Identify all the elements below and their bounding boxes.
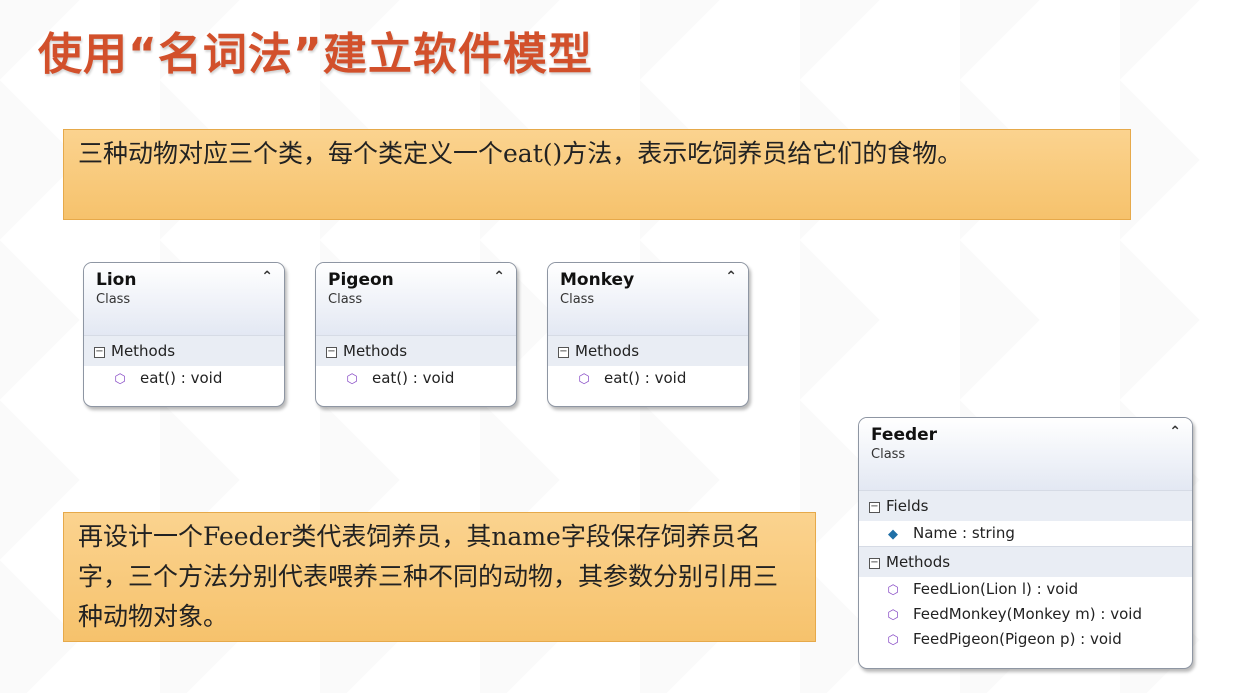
class-box-monkey[interactable]: Monkey Class ⌃ −Methods ⬡ eat() : void	[547, 262, 749, 407]
fields-label: Fields	[886, 497, 929, 515]
collapse-chevron-icon[interactable]: ⌃	[1169, 424, 1181, 440]
method-cube-icon: ⬡	[887, 608, 899, 623]
methods-section-header[interactable]: −Methods	[316, 335, 516, 366]
class-header: Pigeon Class ⌃	[316, 263, 516, 335]
class-header: Feeder Class ⌃	[859, 418, 1192, 490]
method-row: ⬡ FeedPigeon(Pigeon p) : void	[859, 627, 1192, 652]
class-name: Monkey	[560, 270, 635, 290]
method-row: ⬡ eat() : void	[84, 366, 284, 391]
method-signature: eat() : void	[140, 369, 223, 387]
methods-section-header[interactable]: −Methods	[859, 546, 1192, 577]
note-top: 三种动物对应三个类，每个类定义一个eat()方法，表示吃饲养员给它们的食物。	[63, 129, 1131, 220]
note-bottom: 再设计一个Feeder类代表饲养员，其name字段保存饲养员名字，三个方法分别代…	[63, 512, 816, 642]
method-signature: FeedLion(Lion l) : void	[913, 580, 1079, 598]
collapse-chevron-icon[interactable]: ⌃	[725, 269, 737, 285]
methods-label: Methods	[575, 342, 640, 360]
class-name: Feeder	[871, 425, 938, 445]
fields-section-header[interactable]: −Fields	[859, 490, 1192, 521]
methods-section-header[interactable]: −Methods	[548, 335, 748, 366]
method-row: ⬡ eat() : void	[316, 366, 516, 391]
methods-label: Methods	[886, 553, 951, 571]
collapse-chevron-icon[interactable]: ⌃	[261, 269, 273, 285]
method-signature: eat() : void	[372, 369, 455, 387]
class-box-pigeon[interactable]: Pigeon Class ⌃ −Methods ⬡ eat() : void	[315, 262, 517, 407]
class-name: Lion	[96, 270, 137, 290]
method-signature: eat() : void	[604, 369, 687, 387]
collapse-chevron-icon[interactable]: ⌃	[493, 269, 505, 285]
method-cube-icon: ⬡	[887, 583, 899, 598]
field-cube-icon: ◆	[888, 527, 898, 542]
method-signature: FeedPigeon(Pigeon p) : void	[913, 630, 1122, 648]
class-stereotype: Class	[328, 292, 363, 307]
method-row: ⬡ FeedLion(Lion l) : void	[859, 577, 1192, 602]
field-signature: Name : string	[913, 524, 1015, 542]
class-box-feeder[interactable]: Feeder Class ⌃ −Fields ◆Name : string −M…	[858, 417, 1193, 669]
field-row: ◆ Name : string	[859, 521, 1192, 546]
methods-label: Methods	[111, 342, 176, 360]
section-toggle-icon[interactable]: −	[869, 557, 880, 569]
class-header: Monkey Class ⌃	[548, 263, 748, 335]
method-cube-icon: ⬡	[114, 372, 126, 387]
slide-title: 使用“名词法”建立软件模型	[38, 29, 593, 80]
method-row: ⬡ eat() : void	[548, 366, 748, 391]
class-box-lion[interactable]: Lion Class ⌃ −Methods ⬡ eat() : void	[83, 262, 285, 407]
methods-section-header[interactable]: −Methods	[84, 335, 284, 366]
method-row: ⬡ FeedMonkey(Monkey m) : void	[859, 602, 1192, 627]
section-toggle-icon[interactable]: −	[94, 346, 105, 358]
method-cube-icon: ⬡	[346, 372, 358, 387]
class-stereotype: Class	[560, 292, 595, 307]
class-name: Pigeon	[328, 270, 394, 290]
method-cube-icon: ⬡	[578, 372, 590, 387]
method-cube-icon: ⬡	[887, 633, 899, 648]
class-header: Lion Class ⌃	[84, 263, 284, 335]
class-stereotype: Class	[96, 292, 131, 307]
section-toggle-icon[interactable]: −	[558, 346, 569, 358]
methods-label: Methods	[343, 342, 408, 360]
method-signature: FeedMonkey(Monkey m) : void	[913, 605, 1142, 623]
section-toggle-icon[interactable]: −	[326, 346, 337, 358]
section-toggle-icon[interactable]: −	[869, 501, 880, 513]
class-stereotype: Class	[871, 447, 906, 462]
